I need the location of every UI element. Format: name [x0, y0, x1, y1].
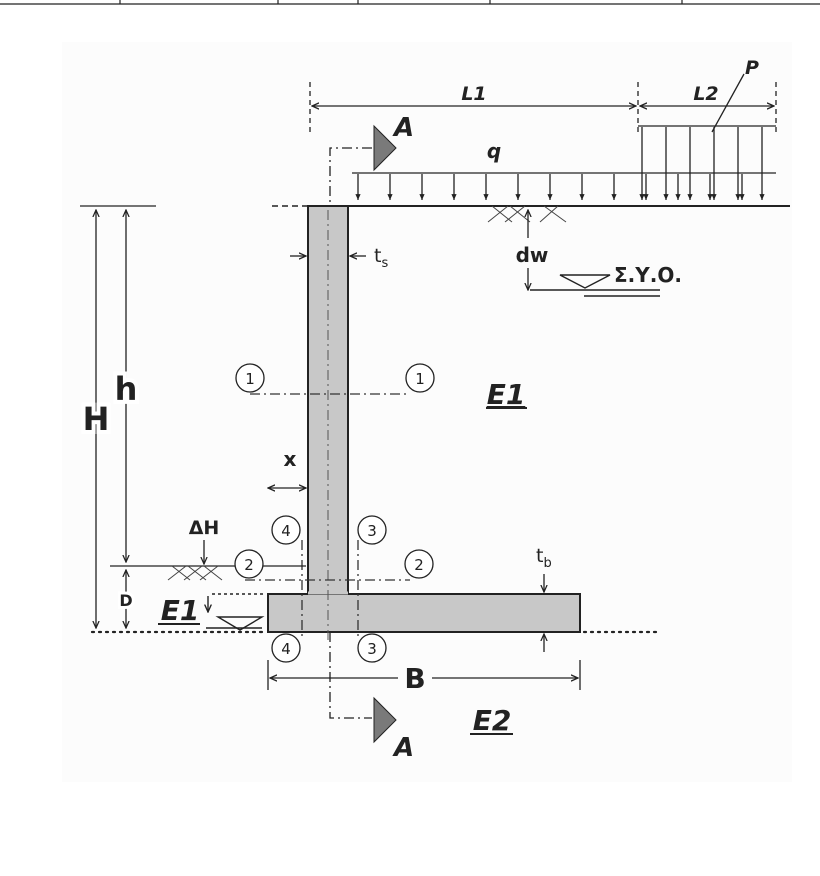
- section-marker-bottom: [373, 696, 397, 744]
- section-2-right-number: 2: [414, 556, 424, 574]
- top-table-border: [0, 0, 820, 5]
- uniform-load-q: [352, 172, 776, 200]
- wall-base: [267, 593, 581, 633]
- section-1-right-circle: [405, 363, 435, 393]
- section-circles: [234, 363, 435, 663]
- section-2-right-circle: [404, 549, 434, 579]
- section-1-left-circle: [235, 363, 265, 393]
- section-4-bottom-number: 4: [281, 640, 291, 658]
- section-marker-top: [373, 124, 397, 172]
- section-1-right-number: 1: [415, 370, 425, 388]
- label-H: H: [83, 400, 110, 438]
- section-4-top-number: 4: [281, 522, 291, 540]
- label-p: P: [745, 57, 759, 79]
- strip-load-p: [638, 73, 776, 200]
- dimension-h-H: [80, 205, 306, 628]
- label-h: h: [115, 370, 138, 408]
- section-4-top-circle: [271, 515, 301, 545]
- label-a-top: A: [392, 113, 414, 143]
- label-e1-left: E1: [161, 594, 200, 627]
- label-b: B: [404, 662, 425, 695]
- label-e1-right: E1: [487, 378, 526, 411]
- label-d: D: [119, 591, 132, 610]
- section-3-top-number: 3: [367, 522, 377, 540]
- background-panel: [62, 42, 792, 782]
- section-3-bottom-number: 3: [367, 640, 377, 658]
- dimension-l1-l2: [309, 82, 777, 134]
- label-water-table: Σ.Υ.Ο.: [614, 263, 682, 287]
- section-line-a: [329, 147, 372, 719]
- label-q: q: [487, 139, 501, 163]
- section-4-bottom-circle: [271, 633, 301, 663]
- water-table-symbol-left: [206, 593, 266, 631]
- soil-hatch-top: [487, 205, 567, 223]
- label-a-bottom: A: [392, 733, 414, 763]
- section-3-top-circle: [357, 515, 387, 545]
- section-2-left-circle: [234, 549, 264, 579]
- label-tb: tb: [536, 545, 552, 571]
- section-1-left-number: 1: [245, 370, 255, 388]
- section-2-left-number: 2: [244, 556, 254, 574]
- label-ts: ts: [374, 245, 388, 271]
- label-e2: E2: [473, 704, 512, 737]
- water-table-symbol-right: [530, 274, 660, 297]
- soil-hatch-left: [167, 565, 223, 581]
- label-x: x: [284, 447, 297, 471]
- section-3-bottom-circle: [357, 633, 387, 663]
- dimension-b: [267, 660, 581, 690]
- label-dw: dw: [516, 243, 549, 267]
- label-l1: L1: [461, 83, 486, 105]
- label-l2: L2: [693, 83, 718, 105]
- label-delta-h: ΔΗ: [189, 517, 220, 539]
